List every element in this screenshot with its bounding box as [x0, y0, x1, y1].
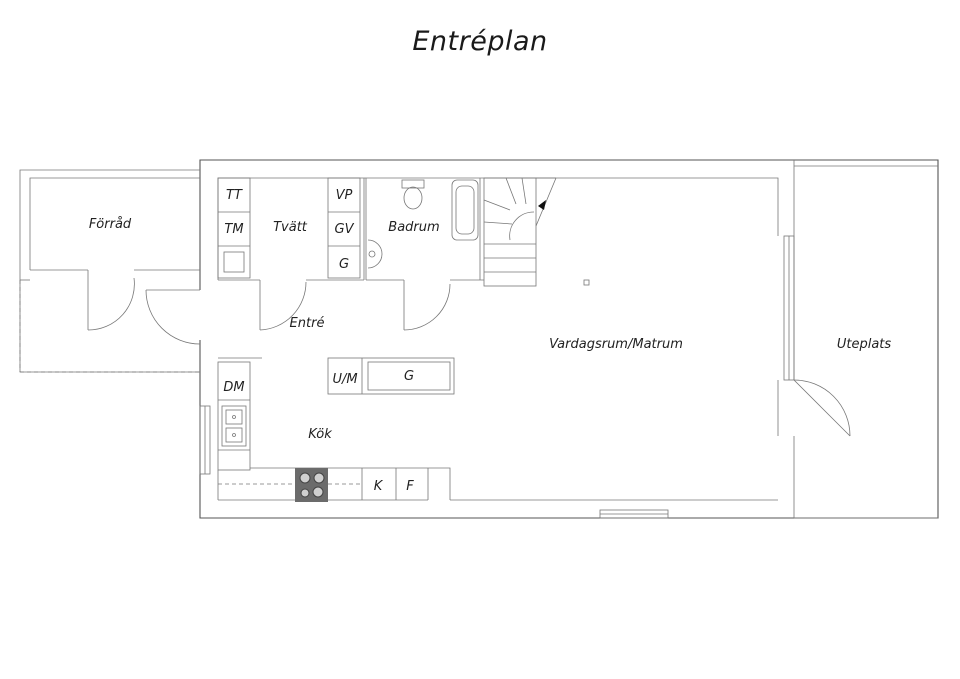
kok-area	[199, 357, 669, 519]
room-label-forrad: Förråd	[89, 217, 132, 232]
room-label-badrum: Badrum	[388, 220, 439, 235]
plan-title: Entréplan	[412, 26, 548, 57]
room-label-uteplats: Uteplats	[837, 337, 892, 352]
fixture-label-g-bath: G	[339, 257, 349, 272]
room-label-entre: Entré	[290, 316, 325, 331]
fixture-label-dm: DM	[223, 380, 244, 395]
cooktop	[295, 468, 328, 502]
forrad-area	[19, 169, 201, 373]
fixture-label-vp: VP	[336, 188, 353, 203]
fixture-label-gv: GV	[335, 222, 355, 237]
room-label-kok: Kök	[308, 427, 332, 442]
fixture-label-f: F	[406, 479, 414, 494]
tvatt-area	[217, 177, 365, 331]
fixture-label-g-kitchen: G	[404, 369, 414, 384]
room-label-tvatt: Tvätt	[273, 220, 308, 235]
fixture-label-k: K	[374, 479, 384, 494]
fixture-label-um: U/M	[332, 372, 357, 387]
staircase	[483, 177, 590, 287]
badrum-area	[365, 178, 484, 331]
uteplats-area	[783, 160, 938, 519]
kitchen-island	[327, 357, 455, 395]
fixture-label-tm: TM	[224, 222, 243, 237]
fixture-label-tt: TT	[226, 188, 243, 203]
room-label-vardagsrum: Vardagsrum/Matrum	[549, 337, 683, 352]
